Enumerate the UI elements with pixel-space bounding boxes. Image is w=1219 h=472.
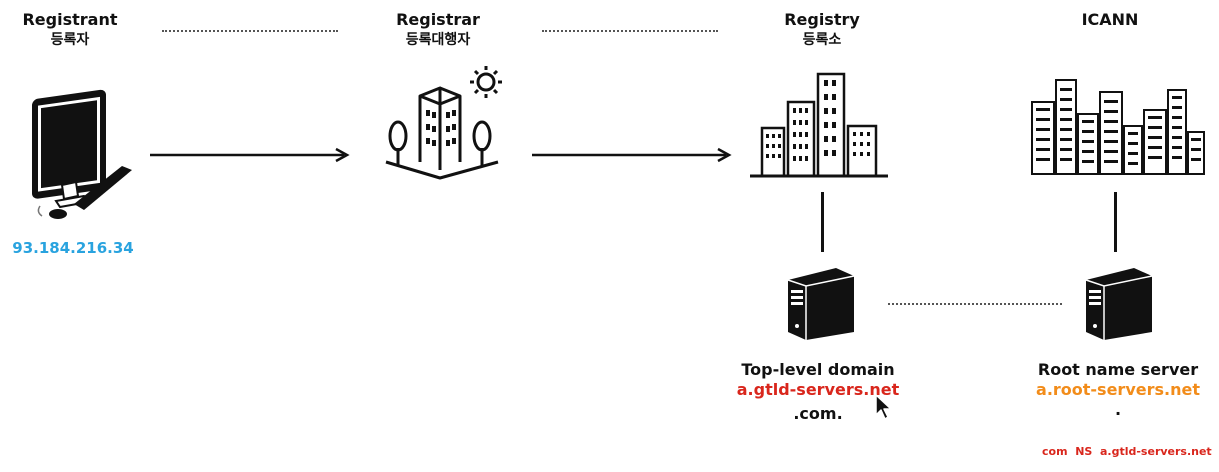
registry-title: Registry — [784, 10, 860, 29]
office-building-icon — [385, 66, 502, 180]
root-server-label: Root name server a.root-servers.net . — [1030, 360, 1206, 420]
root-ns-record: com NS a.gtld-servers.net — [1042, 445, 1212, 458]
tld-server-label: Top-level domain a.gtld-servers.net .com… — [732, 360, 904, 424]
city-skyline-icon — [750, 72, 888, 178]
server-tower-icon — [787, 268, 855, 340]
tld-server-host: a.gtld-servers.net — [736, 380, 900, 399]
arrow-registrant-to-registrar — [150, 147, 350, 163]
registrant-ip: 93.184.216.34 — [12, 239, 134, 257]
connector-registrant-registrar — [162, 30, 338, 32]
registrar-title: Registrar — [396, 10, 480, 29]
connector-registrar-registry — [542, 30, 718, 32]
icann-title: ICANN — [1081, 10, 1139, 29]
registrant-label: Registrant 등록자 — [10, 10, 130, 50]
registry-subtitle: 등록소 — [802, 32, 842, 48]
registrar-subtitle: 등록대행자 — [405, 32, 471, 48]
tld-server-title: Top-level domain — [741, 360, 895, 379]
desktop-computer-icon — [32, 89, 132, 219]
sun-icon — [470, 66, 502, 98]
registrar-label: Registrar 등록대행자 — [378, 10, 498, 50]
connector-registry-tld — [821, 192, 824, 252]
mouse-cursor-icon — [875, 394, 892, 420]
arrow-registrar-to-registry — [532, 147, 732, 163]
tree-icon — [388, 120, 408, 166]
tld-server-zone: .com. — [793, 404, 843, 423]
registrant-title: Registrant — [22, 10, 118, 29]
connector-tld-root — [888, 303, 1062, 305]
connector-icann-root — [1114, 192, 1117, 252]
root-server-title: Root name server — [1037, 360, 1199, 379]
server-tower-icon — [1085, 268, 1153, 340]
icann-label: ICANN — [1060, 10, 1160, 30]
registrant-subtitle: 등록자 — [50, 32, 90, 48]
registry-label: Registry 등록소 — [762, 10, 882, 50]
city-skyline-icon — [1031, 79, 1205, 175]
root-server-host: a.root-servers.net — [1036, 380, 1200, 399]
root-server-zone: . — [1114, 400, 1122, 419]
